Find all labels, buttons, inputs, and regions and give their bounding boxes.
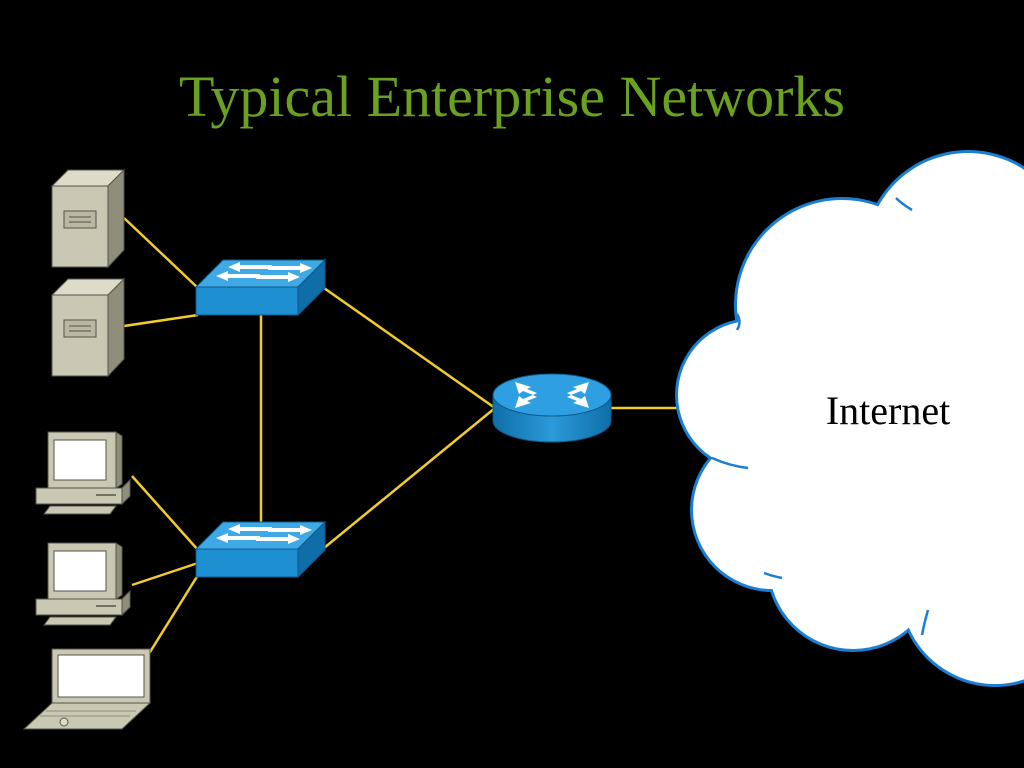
slide-title: Typical Enterprise Networks (179, 64, 845, 129)
desktop-pc-icon (35, 431, 131, 515)
link-server-1-switch-1 (123, 217, 199, 289)
laptop-icon (22, 648, 152, 730)
router-icon (492, 373, 612, 443)
link-workstation-2-switch-2 (131, 561, 199, 587)
internet-label: Internet (826, 388, 950, 433)
link-switch-1-router (323, 286, 496, 410)
server-tower-icon (50, 277, 126, 378)
link-switch-2-router (323, 407, 496, 549)
desktop-pc-icon (35, 542, 131, 626)
switch-icon (194, 258, 327, 317)
link-server-2-switch-1 (123, 313, 199, 328)
switch-icon (194, 520, 327, 579)
cloud-icon (675, 150, 1024, 687)
server-tower-icon (50, 168, 126, 269)
link-workstation-1-switch-2 (131, 475, 199, 551)
